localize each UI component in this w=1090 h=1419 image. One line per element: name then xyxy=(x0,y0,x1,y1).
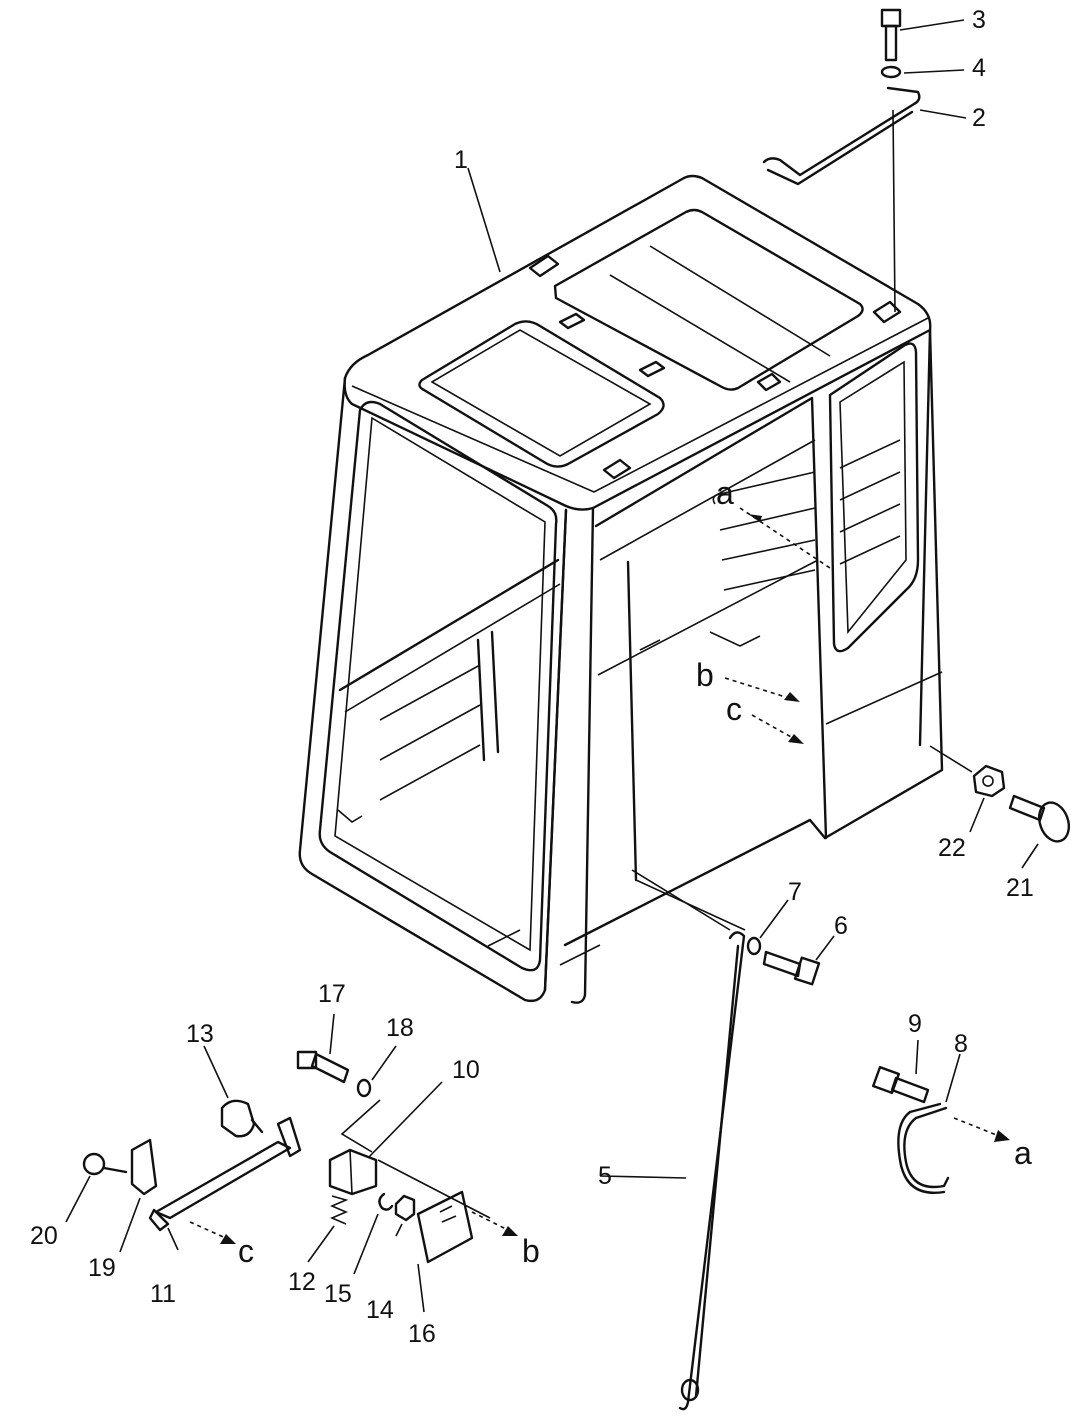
ref-a-cab: a xyxy=(716,475,734,511)
label-part-8: 8 xyxy=(954,1030,968,1058)
ref-c-cab: c xyxy=(726,691,742,727)
label-part-14: 14 xyxy=(366,1296,394,1324)
clip-19 xyxy=(130,1138,158,1196)
washer-7 xyxy=(746,936,762,956)
stay-bar-upper xyxy=(762,86,921,313)
label-part-10: 10 xyxy=(452,1056,480,1084)
label-part-7: 7 xyxy=(788,878,802,906)
ref-b-detail: b xyxy=(522,1233,540,1269)
rod-11 xyxy=(154,1140,292,1220)
part-labels: 1 2 3 4 5 6 7 8 9 10 11 12 13 14 15 16 1… xyxy=(30,6,1034,1348)
stay-rod-lower xyxy=(631,869,746,1411)
label-part-12: 12 xyxy=(288,1268,316,1296)
striker-13 xyxy=(220,1099,256,1138)
ref-a-detail: a xyxy=(1014,1135,1032,1171)
spring-12 xyxy=(329,1195,349,1225)
label-part-11: 11 xyxy=(150,1280,176,1308)
label-part-1: 1 xyxy=(454,146,468,174)
label-part-9: 9 xyxy=(908,1010,922,1038)
bolt-3 xyxy=(880,8,902,62)
label-part-13: 13 xyxy=(186,1020,214,1048)
label-part-21: 21 xyxy=(1006,874,1034,902)
label-part-16: 16 xyxy=(408,1320,436,1348)
bolt-9 xyxy=(871,1065,930,1104)
bolt-6 xyxy=(762,950,821,986)
nut-14 xyxy=(394,1194,416,1222)
ref-c-detail: c xyxy=(238,1233,254,1269)
reference-letters: a b c a b c xyxy=(238,475,1032,1269)
label-part-4: 4 xyxy=(972,54,986,82)
label-part-15: 15 xyxy=(324,1280,352,1308)
label-part-20: 20 xyxy=(30,1222,58,1250)
leader-lines xyxy=(65,19,1039,1313)
label-part-22: 22 xyxy=(938,834,966,862)
handle-8 xyxy=(897,1102,950,1194)
label-part-3: 3 xyxy=(972,6,986,34)
screw-20 xyxy=(82,1152,106,1176)
label-part-2: 2 xyxy=(972,104,986,132)
clip-15 xyxy=(378,1192,394,1211)
washer-18 xyxy=(356,1078,372,1098)
label-part-19: 19 xyxy=(88,1254,116,1282)
knob-21 xyxy=(1008,794,1071,843)
label-part-17: 17 xyxy=(318,980,346,1008)
label-part-18: 18 xyxy=(386,1014,414,1042)
nut-22 xyxy=(929,745,1006,798)
cab-frame xyxy=(298,174,944,1004)
plate-16 xyxy=(416,1190,474,1264)
label-part-6: 6 xyxy=(834,912,848,940)
label-part-5: 5 xyxy=(598,1162,612,1190)
reference-arrows xyxy=(189,507,1010,1244)
ref-b-cab: b xyxy=(696,657,714,693)
bolt-17 xyxy=(296,1050,318,1070)
lock-assembly xyxy=(82,1050,491,1264)
washer-4 xyxy=(880,65,902,79)
